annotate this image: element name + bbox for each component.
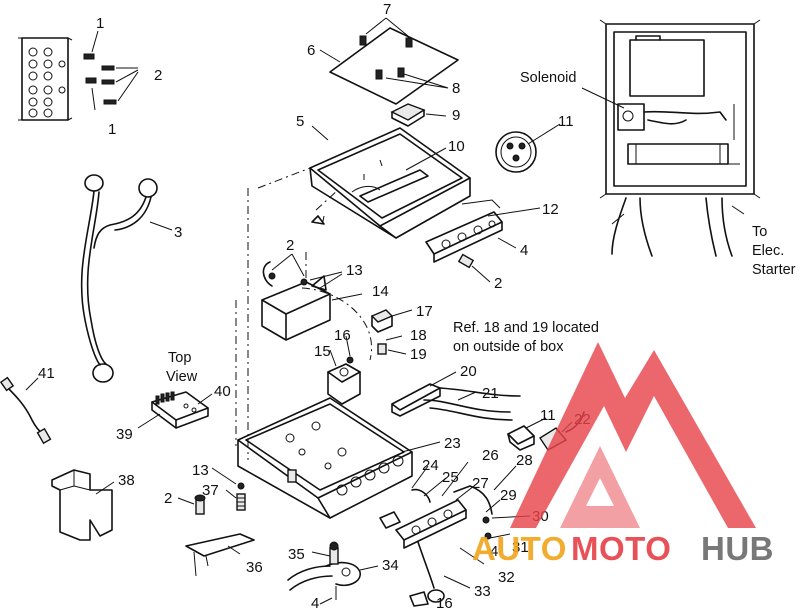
- callout-7: 7: [383, 1, 391, 18]
- harness-20-21: [391, 371, 521, 421]
- callout-11b: 11: [540, 407, 556, 424]
- callout-12: 12: [542, 201, 559, 218]
- callout-16b: 16: [436, 595, 453, 609]
- callout-41: 41: [38, 365, 55, 382]
- top-view-module: [137, 391, 213, 429]
- callout-4a: 4: [520, 242, 528, 259]
- ref-note-line1: Ref. 18 and 19 located: [453, 320, 599, 336]
- battery-cable: [80, 174, 173, 383]
- callout-3: 3: [174, 224, 182, 241]
- callout-37: 37: [202, 482, 219, 499]
- callout-39: 39: [116, 426, 133, 443]
- assembly-lines: [235, 167, 372, 460]
- callout-2b: 2: [494, 275, 502, 292]
- callout-11a: 11: [558, 113, 574, 130]
- top-view-line2: View: [166, 369, 198, 385]
- callout-15: 15: [314, 343, 331, 360]
- watermark-hub: HUB: [701, 530, 774, 567]
- lower-box: [237, 397, 441, 519]
- callout-8: 8: [452, 80, 460, 97]
- callout-21: 21: [482, 385, 499, 402]
- callout-18: 18: [410, 327, 427, 344]
- callout-2d: 2: [164, 490, 172, 507]
- callout-10: 10: [448, 138, 465, 155]
- callout-13a: 13: [346, 262, 363, 279]
- watermark-triangle-icon: [510, 342, 756, 528]
- relay-14: [261, 253, 363, 341]
- callout-labels: 1 1 2 2 2 2 3 4 4 4 5 6 7 8 9 10 11 11 1…: [38, 1, 591, 609]
- fasteners-lower-left: [177, 467, 255, 577]
- callout-23: 23: [444, 435, 461, 452]
- fuse-block-inset: [18, 30, 139, 121]
- callout-34: 34: [382, 557, 399, 574]
- watermark-logo: AUTO MOTO HUB: [472, 342, 774, 567]
- to-elec-starter-line1: To: [752, 224, 767, 240]
- callout-14: 14: [372, 283, 389, 300]
- ref-note-line2: on outside of box: [453, 339, 564, 355]
- text-notes: Solenoid To Elec. Starter Top View Ref. …: [166, 70, 796, 385]
- callout-27: 27: [472, 475, 489, 492]
- grommet-11: [495, 123, 561, 173]
- watermark-moto: MOTO: [571, 530, 671, 567]
- callout-1a: 1: [96, 15, 104, 32]
- callout-16a: 16: [334, 327, 351, 344]
- to-elec-starter-line3: Starter: [752, 262, 796, 278]
- callout-1b: 1: [108, 121, 116, 138]
- callout-28: 28: [516, 452, 533, 469]
- solenoid-parts: [327, 309, 413, 405]
- bottom-parts: [287, 541, 429, 607]
- callout-4b: 4: [490, 543, 498, 560]
- callout-2c: 2: [286, 237, 294, 254]
- callout-19: 19: [410, 346, 427, 363]
- callout-32: 32: [498, 569, 515, 586]
- callout-29: 29: [500, 487, 517, 504]
- upper-box: [309, 125, 541, 283]
- callout-36: 36: [246, 559, 263, 576]
- callout-35: 35: [288, 546, 305, 563]
- callout-5: 5: [296, 113, 304, 130]
- callout-38: 38: [118, 472, 135, 489]
- callout-13b: 13: [192, 462, 209, 479]
- callout-4c: 4: [311, 595, 319, 609]
- callout-17: 17: [416, 303, 433, 320]
- callout-6: 6: [307, 42, 315, 59]
- lower-plate-assembly: [379, 461, 531, 603]
- callout-20: 20: [460, 363, 477, 380]
- callout-26: 26: [482, 447, 499, 464]
- solenoid-inset: [581, 19, 761, 257]
- callout-2a: 2: [154, 67, 162, 84]
- callout-25: 25: [442, 469, 459, 486]
- to-elec-starter-line2: Elec.: [752, 243, 784, 259]
- wire-41: [0, 376, 52, 445]
- watermark-auto: AUTO: [472, 530, 567, 567]
- callout-9: 9: [452, 107, 460, 124]
- callout-33: 33: [474, 583, 491, 600]
- callout-40: 40: [214, 383, 231, 400]
- solenoid-label: Solenoid: [520, 70, 576, 86]
- callout-31: 31: [512, 539, 529, 556]
- callout-24: 24: [422, 457, 439, 474]
- top-cover-plate: [319, 17, 459, 127]
- bracket-38: [51, 469, 115, 541]
- top-view-line1: Top: [168, 350, 191, 366]
